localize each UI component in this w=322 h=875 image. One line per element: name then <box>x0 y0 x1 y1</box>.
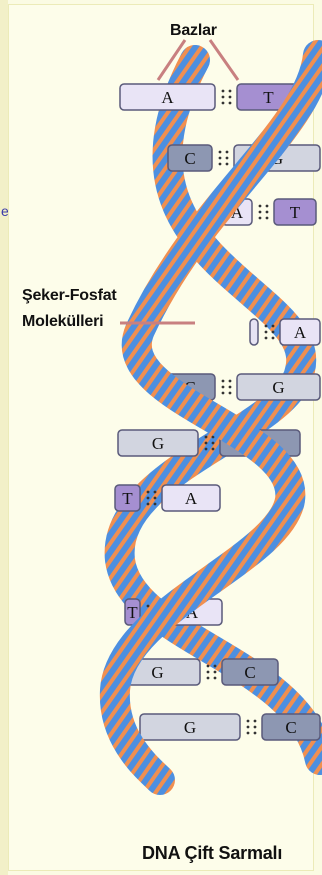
hydrogen-bond-dot <box>219 157 222 160</box>
base-left-letter: G <box>184 718 196 737</box>
bases-pointer-right <box>210 40 238 80</box>
hydrogen-bond-dot <box>266 205 269 208</box>
hydrogen-bond-dot <box>147 497 150 500</box>
hydrogen-bond-dot <box>272 337 275 340</box>
hydrogen-bond-dot <box>265 337 268 340</box>
hydrogen-bond-dot <box>226 151 229 154</box>
hydrogen-bond-dot <box>266 217 269 220</box>
hydrogen-bond-dot <box>147 491 150 494</box>
hydrogen-bond-dot <box>214 665 217 668</box>
hydrogen-bond-dot <box>247 720 250 723</box>
hydrogen-bond-dot <box>154 497 157 500</box>
hydrogen-bond-dot <box>207 665 210 668</box>
hydrogen-bond-dot <box>205 448 208 451</box>
base-right-letter: A <box>294 323 307 342</box>
diagram-caption: DNA Çift Sarmalı <box>142 843 282 864</box>
hydrogen-bond-dot <box>154 491 157 494</box>
hydrogen-bond-dot <box>147 503 150 506</box>
hydrogen-bond-dot <box>254 732 257 735</box>
hydrogen-bond-dot <box>219 163 222 166</box>
base-left-letter: A <box>161 88 174 107</box>
hydrogen-bond-dot <box>229 96 232 99</box>
hydrogen-bond-dot <box>147 605 150 608</box>
hydrogen-bond-dot <box>266 211 269 214</box>
base-left-block <box>250 319 258 345</box>
hydrogen-bond-dot <box>222 90 225 93</box>
hydrogen-bond-dot <box>214 677 217 680</box>
hydrogen-bond-dot <box>222 96 225 99</box>
hydrogen-bond-dot <box>222 386 225 389</box>
base-right-letter: T <box>263 88 274 107</box>
hydrogen-bond-dot <box>254 726 257 729</box>
hydrogen-bond-dot <box>219 151 222 154</box>
base-left-letter: T <box>122 489 133 508</box>
hydrogen-bond-dot <box>229 102 232 105</box>
hydrogen-bond-dot <box>229 386 232 389</box>
hydrogen-bond-dot <box>259 217 262 220</box>
hydrogen-bond-dot <box>272 325 275 328</box>
hydrogen-bond-dot <box>226 163 229 166</box>
sugar-phosphate-label-line2: Molekülleri <box>22 313 103 331</box>
base-pair-7: TA <box>115 485 220 511</box>
base-left-letter: C <box>184 149 195 168</box>
base-left-letter: G <box>151 663 163 682</box>
hydrogen-bond-dot <box>265 331 268 334</box>
hydrogen-bond-dot <box>154 503 157 506</box>
hydrogen-bond-dot <box>247 726 250 729</box>
base-right-letter: G <box>272 378 284 397</box>
base-right-letter: T <box>290 203 301 222</box>
hydrogen-bond-dot <box>214 671 217 674</box>
hydrogen-bond-dot <box>205 436 208 439</box>
hydrogen-bond-dot <box>212 448 215 451</box>
hydrogen-bond-dot <box>259 211 262 214</box>
hydrogen-bond-dot <box>205 442 208 445</box>
base-pair-4: A <box>250 319 320 345</box>
hydrogen-bond-dot <box>222 392 225 395</box>
sugar-phosphate-label-line1: Şeker-Fosfat <box>22 287 117 305</box>
bases-label: Bazlar <box>170 22 217 40</box>
hydrogen-bond-dot <box>222 102 225 105</box>
hydrogen-bond-dot <box>207 677 210 680</box>
base-right-letter: A <box>185 489 198 508</box>
hydrogen-bond-dot <box>207 671 210 674</box>
hydrogen-bond-dot <box>222 380 225 383</box>
hydrogen-bond-dot <box>229 90 232 93</box>
hydrogen-bond-dot <box>229 380 232 383</box>
base-right-letter: C <box>285 718 296 737</box>
base-right-letter: C <box>244 663 255 682</box>
hydrogen-bond-dot <box>212 442 215 445</box>
hydrogen-bond-dot <box>254 720 257 723</box>
base-pair-1: AT <box>120 84 300 110</box>
hydrogen-bond-dot <box>259 205 262 208</box>
base-pair-10: GC <box>140 714 320 740</box>
hydrogen-bond-dot <box>247 732 250 735</box>
hydrogen-bond-dot <box>229 392 232 395</box>
hydrogen-bond-dot <box>226 157 229 160</box>
base-left-letter: G <box>152 434 164 453</box>
base-left-letter: T <box>127 603 138 622</box>
hydrogen-bond-dot <box>272 331 275 334</box>
hydrogen-bond-dot <box>265 325 268 328</box>
